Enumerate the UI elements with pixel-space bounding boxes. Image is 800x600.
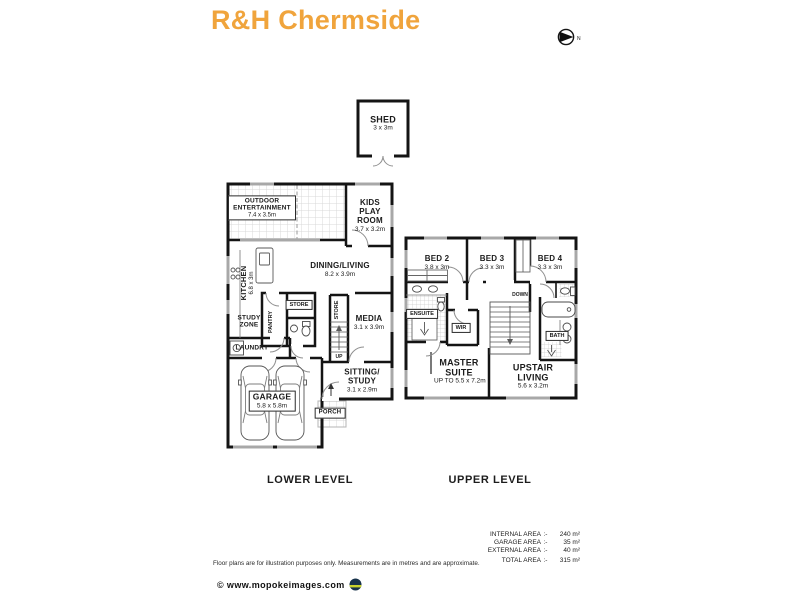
area-separator: :- [543,538,548,546]
room-label-study-zone: STUDY ZONE [237,314,261,329]
room-label-sitting-study: SITTING/ STUDY 3.1 x 2.9m [344,367,380,394]
lower-level-caption: LOWER LEVEL [266,474,354,486]
room-label-bed2: BED 2 3.8 x 3m [424,253,450,271]
area-label: TOTAL AREA [501,557,541,565]
area-row-garage: GARAGE AREA :- 35 m² [488,539,580,547]
room-label-store-stairs: STORE [333,300,340,320]
stairs-up-label: UP [335,354,343,361]
room-label-laundry: LAUNDRY [235,344,269,352]
bathtub-icon [541,301,576,318]
room-label-bath: BATH [545,330,569,342]
room-label-porch: PORCH [314,407,346,419]
room-label-master-suite: MASTER SUITE UP TO 5.5 x 7.2m [434,357,486,385]
room-label-dining-living: DINING/LIVING 8.2 x 3.9m [310,260,370,278]
room-label-kitchen: KITCHEN 6.8 x 3m [239,265,255,301]
north-compass-icon [557,28,575,46]
area-value: 35 m² [563,538,580,546]
area-row-external: EXTERNAL AREA :- 40 m² [488,547,580,555]
disclaimer-text: Floor plans are for illustration purpose… [213,560,480,567]
compass-north-label: N [577,36,581,42]
room-label-pantry: PANTRY [267,311,274,333]
vanity-basin-icon [406,285,447,296]
area-row-total: TOTAL AREA :- 315 m² [488,557,580,565]
stairs-down-icon [489,301,531,355]
room-label-bed3: BED 3 3.3 x 3m [479,253,505,271]
toilet-icon [437,297,445,312]
toilet-icon [560,286,576,296]
upper-level-caption: UPPER LEVEL [448,474,532,486]
shed-outline [356,99,410,167]
area-label: EXTERNAL AREA [487,546,541,554]
shower-icon [411,317,438,341]
room-label-garage: GARAGE 5.8 x 5.8m [248,390,296,412]
room-label-outdoor-entertainment: OUTDOOR ENTERTAINMENT 7.4 x 3.5m [228,195,296,221]
room-label-shed: SHED 3 x 3m [370,114,396,132]
copyright-text: © www.mopokeimages.com [217,579,345,590]
shower-icon [547,345,556,357]
area-value: 315 m² [559,557,580,565]
area-separator: :- [543,531,548,538]
entry-arrow-icon [328,383,334,396]
page-title: R&H Chermside [211,5,421,35]
toilet-icon [290,321,311,337]
area-label: GARAGE AREA [494,538,541,546]
room-label-kids-play-room: KIDS PLAY ROOM 3.7 x 3.2m [354,197,386,233]
room-label-store-hall: STORE [285,299,313,311]
room-label-upstair-living: UPSTAIR LIVING 5.6 x 3.2m [512,362,554,390]
room-label-wir: WIR [451,322,471,334]
area-separator: :- [543,546,548,554]
stairs-down-label: DOWN [512,292,528,299]
area-value: 40 m² [563,546,580,554]
room-label-media: MEDIA 3.1 x 3.9m [353,313,385,331]
mopokeimages-logo-icon [349,578,362,591]
area-separator: :- [543,557,548,565]
stairs-up-icon [330,321,348,353]
copyright-line: © www.mopokeimages.com [217,578,362,591]
area-value: 240 m² [559,531,580,538]
room-label-bed4: BED 4 3.3 x 3m [537,253,563,271]
area-label: INTERNAL AREA [489,531,541,538]
room-label-ensuite: ENSUITE [406,308,438,320]
area-row-internal: INTERNAL AREA :- 240 m² [488,531,580,539]
area-summary: INTERNAL AREA :- 240 m² GARAGE AREA :- 3… [488,531,580,565]
